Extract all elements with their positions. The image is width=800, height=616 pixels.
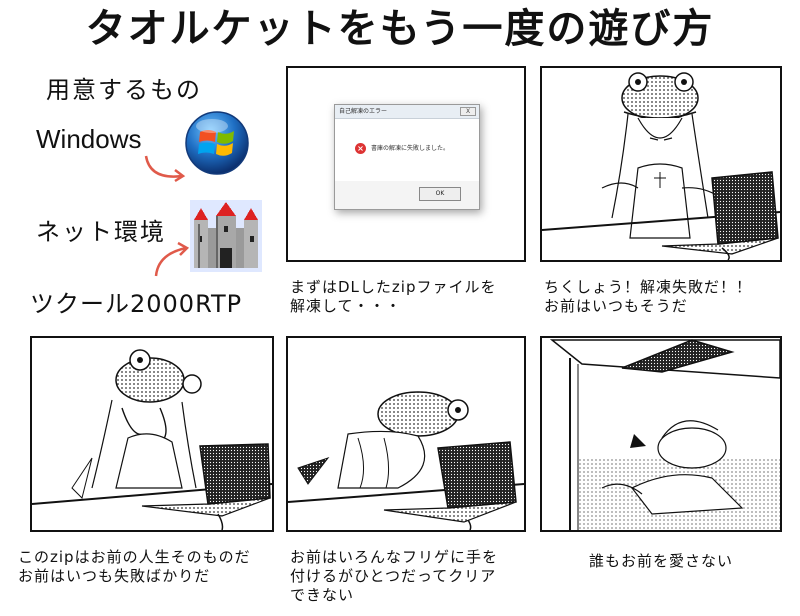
comic-panel-1: 自己解凍のエラー X × 書庫の解凍に失敗しました。 OK [286,66,526,262]
dialog-message: 書庫の解凍に失敗しました。 [371,145,450,152]
curved-arrow-icon [154,241,190,277]
requirements-heading: 用意するもの [46,76,202,104]
requirement-rtp: ツクール2000RTP [30,290,243,318]
dialog-ok-button[interactable]: OK [419,187,461,201]
girl-crying-illustration [32,349,272,530]
caption-panel-3: このzipはお前の人生そのものだ お前はいつも失敗ばかりだ [18,548,251,585]
comic-panel-2 [540,66,782,262]
girl-laptop-illustration [542,72,780,260]
caption-panel-1: まずはDLしたzipファイルを 解凍して・・・ [290,278,497,315]
requirement-windows: Windows [36,124,142,154]
comic-panel-4 [286,336,526,532]
error-x-icon: × [355,143,366,154]
dialog-title: 自己解凍のエラー [335,105,479,119]
castle-icon [190,200,262,272]
comic-panel-5 [540,336,782,532]
caption-panel-2: ちくしょう！解凍失敗だ！！ お前はいつもそうだ [544,278,753,315]
curved-arrow-icon [144,155,186,183]
dialog-close-button[interactable]: X [460,107,476,116]
dialog-body: × 書庫の解凍に失敗しました。 [335,119,479,181]
requirement-net: ネット環境 [36,218,166,246]
caption-panel-4: お前はいろんなフリゲに手を 付けるがひとつだってクリア できない [290,548,499,604]
caption-panel-5: 誰もお前を愛さない [588,552,733,570]
girl-under-desk-illustration [549,339,780,530]
error-dialog: 自己解凍のエラー X × 書庫の解凍に失敗しました。 OK [334,104,480,210]
windows-logo-icon [185,111,249,175]
comic-panel-3 [30,336,274,532]
page-title: タオルケットをもう一度の遊び方 [85,6,715,52]
girl-head-down-illustration [288,391,524,530]
